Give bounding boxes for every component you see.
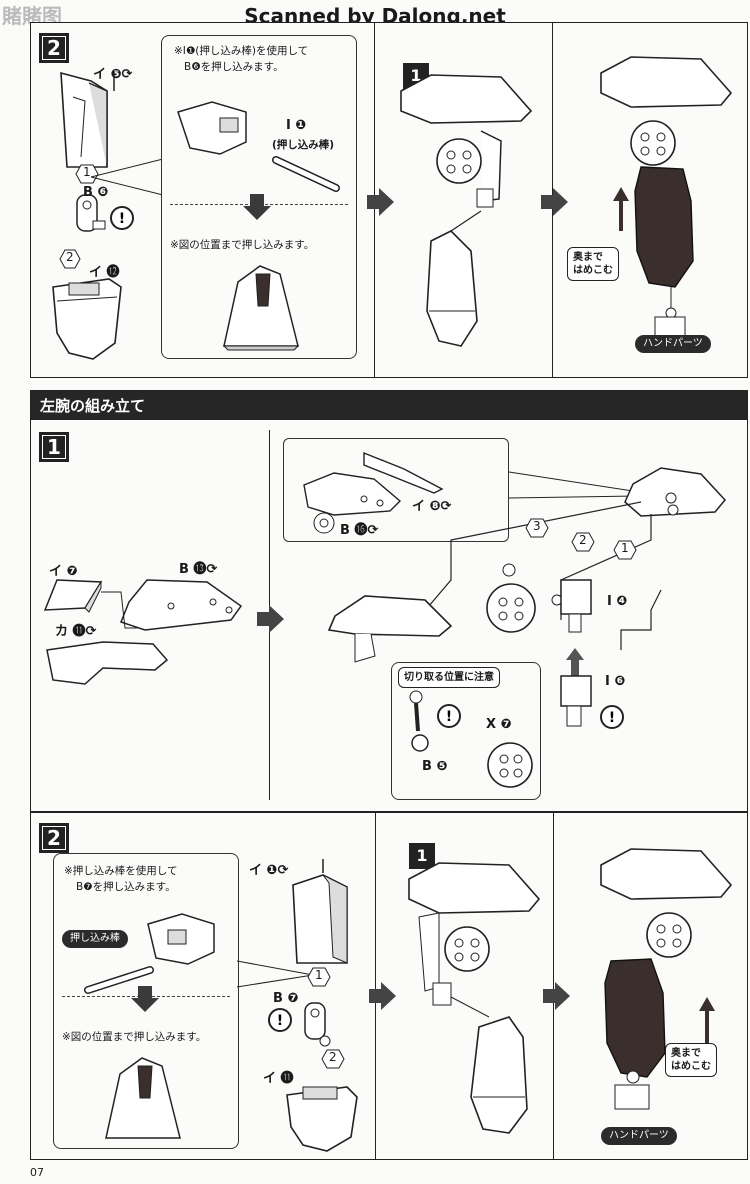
caution-icon: ! [437,704,461,728]
step-number: 1 [39,432,69,462]
push-rod-drawing [177,101,340,192]
part-i1-drawing [292,859,348,964]
arrow-right-icon-5 [543,982,570,1010]
bottom-panel: 2 ※押し込み棒を使用して B❼を押し込みます。 押し込み棒 ※図の位置まで押し… [30,812,748,1160]
disc-part-drawing [486,563,536,633]
label-b6: B ❻ [83,185,109,200]
label-i8: イ ❽⟳ [412,499,452,514]
label-x7: X ❼ [486,717,512,732]
callout-cut-position: 切り取る位置に注意 [398,667,500,688]
hand-parts-badge-2: ハンドパーツ [601,1127,677,1145]
section-title: 左腕の組み立て [40,397,146,415]
label-i5: イ ❺⟳ [93,67,133,82]
label-i7: イ ❼ [49,564,78,579]
arm-assembly-drawing-2 [408,862,541,1134]
arrow-right-icon [367,188,394,216]
circle-2c [321,1049,345,1069]
label-b7: B ❼ [273,991,299,1006]
label-b16: B ⓰⟳ [340,523,379,538]
circle-3 [525,518,549,538]
label-i1: イ ❶⟳ [249,863,289,878]
cut-position-detail-box: 切り取る位置に注意 ! X ❼ B ❺ [391,662,541,800]
caution-icon: ! [268,1008,292,1032]
part-b6-drawing [76,194,106,232]
arm-assembly-drawing [400,74,533,347]
svg-text:!: ! [446,709,452,725]
part-b13-drawing [120,579,243,631]
part-i11-drawing [286,1086,358,1152]
part-b7-drawing [304,1002,331,1047]
part-i5-drawing [60,71,115,168]
push-rod-badge: 押し込み棒 [62,930,128,948]
shoulder-armor-drawing [327,595,453,663]
hand-part-drawing [614,1070,650,1110]
arrow-right-icon-2 [541,188,568,216]
part-i12-drawing [52,278,122,360]
up-arrow-icon [566,648,584,676]
hand-parts-badge: ハンドパーツ [635,335,711,353]
svg-text:!: ! [277,1013,283,1029]
down-arrow-icon-2 [131,986,159,1012]
part-i6-drawing [560,675,592,727]
detail-box-upper-arm: イ ❽⟳ B ⓰⟳ [283,438,509,542]
circle-1c [307,967,331,987]
caution-icon: ! [600,705,624,729]
callout-push-in-2: 奥まで はめこむ [665,1043,717,1077]
part-i7-drawing [43,579,103,613]
svg-text:!: ! [119,211,125,227]
pressed-part-drawing [222,265,300,351]
svg-text:!: ! [609,710,615,726]
section-title-bar: 左腕の組み立て [30,390,748,420]
arm-assembled-drawing [600,56,733,338]
arrow-right-icon-4 [369,982,396,1010]
disc-x7-drawing [487,742,533,788]
circle-1b [613,540,637,560]
label-i6: I ❻ [605,674,626,689]
page-number: 07 [30,1166,44,1179]
pressed-part-drawing-2 [105,1057,181,1139]
upper-arm-parts-drawing [303,451,444,534]
label-i11: イ ⓫ [263,1071,294,1086]
substep-number: 1 [409,843,435,869]
step-number: 2 [39,33,69,63]
joint-part-drawing [409,690,429,752]
part-ka11-drawing [46,641,169,685]
arm-assembled-drawing-2 [600,848,733,1083]
part-i4-drawing [551,579,592,633]
circle-1 [75,164,99,184]
label-i12: イ ⓬ [89,265,120,280]
push-rod-drawing-2 [84,913,215,994]
caution-icon: ! [110,206,134,230]
top-panel: 2 イ ❺⟳ 1 B ❻ ! 2 イ ⓬ ※I❶(押し込み棒)を使用して B❻を… [30,22,748,378]
label-b5: B ❺ [422,759,448,774]
callout-push-in: 奥まで はめこむ [567,247,619,281]
step-number: 2 [39,823,69,853]
label-ka11: カ ⓫⟳ [55,624,97,639]
arrow-right-icon-3 [257,605,284,633]
push-rod-instruction-box: ※I❶(押し込み棒)を使用して B❻を押し込みます。 I ❶ (押し込み棒) ※… [161,35,357,359]
middle-panel: 1 イ ❼ B ⓭⟳ カ ⓫⟳ イ ❽⟳ B ⓰⟳ 3 2 1 I ❹ I ❻ … [30,420,748,812]
circle-2b [571,532,595,552]
label-b13: B ⓭⟳ [179,562,218,577]
circle-2 [59,249,81,269]
push-rod-instruction-box-2: ※押し込み棒を使用して B❼を押し込みます。 押し込み棒 ※図の位置まで押し込み… [53,853,239,1149]
label-i4: I ❹ [607,594,628,609]
down-arrow-icon [243,194,271,220]
